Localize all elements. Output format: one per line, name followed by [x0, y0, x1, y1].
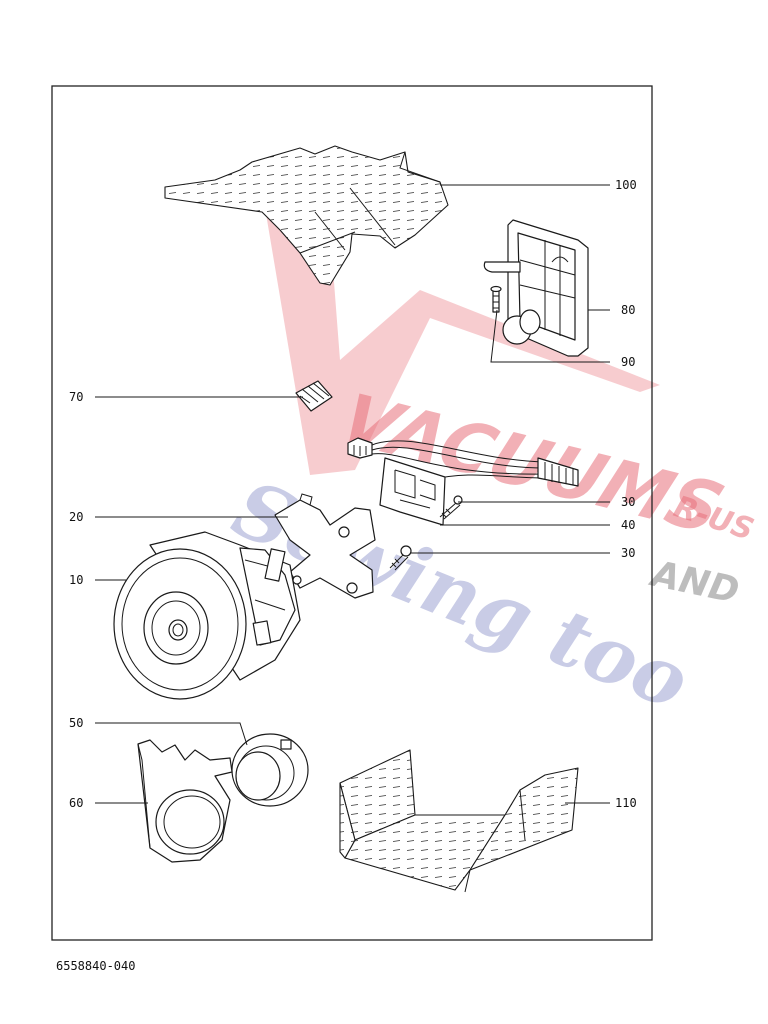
- callout-90: 90: [621, 355, 635, 369]
- callouts: 100 80 90 70 30 40 20 30 10 50 60 110: [69, 178, 637, 810]
- callout-10: 10: [69, 573, 83, 587]
- callout-110: 110: [615, 796, 637, 810]
- document-number: 6558840-040: [56, 959, 135, 973]
- callout-50: 50: [69, 716, 83, 730]
- callout-20: 20: [69, 510, 83, 524]
- part-80-bracket: [483, 219, 589, 357]
- part-110-tray: [339, 749, 579, 893]
- part-30-screw-lower: [389, 545, 412, 571]
- callout-70: 70: [69, 390, 83, 404]
- part-50-ring: [231, 733, 309, 807]
- part-90-screw: [490, 285, 502, 313]
- diagram-frame: [51, 85, 653, 941]
- leader-50: [95, 722, 248, 746]
- watermark-line2: AND: [645, 553, 742, 612]
- callout-40: 40: [621, 518, 635, 532]
- part-40-board: [347, 437, 579, 526]
- callout-60: 60: [69, 796, 83, 810]
- callout-80: 80: [621, 303, 635, 317]
- part-60-housing: [137, 739, 233, 863]
- part-10-motor: [113, 531, 301, 700]
- leader-90: [490, 309, 610, 363]
- part-100-cover-plate: [164, 145, 449, 286]
- watermark-v-shape: [262, 190, 660, 475]
- leader-lines: [95, 184, 610, 804]
- callout-30-lower: 30: [621, 546, 635, 560]
- callout-100: 100: [615, 178, 637, 192]
- callout-30-upper: 30: [621, 495, 635, 509]
- part-20-motor-mount: [274, 493, 376, 599]
